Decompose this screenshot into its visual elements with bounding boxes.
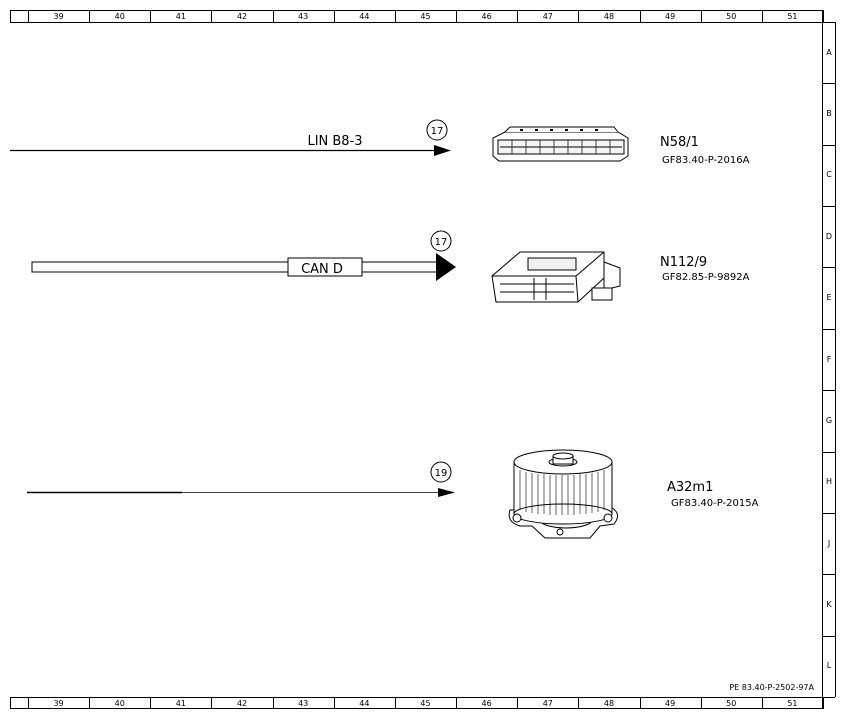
component-code-n58: N58/1 [660,135,699,150]
column-label-top: 47 [542,12,553,21]
column-label-bottom: 44 [359,699,370,708]
row-label: F [826,354,832,364]
column-label-top: 43 [298,12,309,21]
component-ref-n58: GF83.40-P-2016A [662,155,750,166]
row-label: A [826,47,832,57]
column-label-bottom: 47 [542,699,553,708]
component-ref-n112: GF82.85-P-9892A [662,272,750,283]
column-label-bottom: 45 [420,699,431,708]
row-label: G [825,415,833,425]
row-label: J [827,538,831,548]
column-label-bottom: 41 [175,699,186,708]
column-label-top: 44 [359,12,370,21]
column-label-top: 49 [665,12,676,21]
row-label: C [826,170,832,180]
column-label-top: 46 [481,12,492,21]
row-label: K [826,599,832,609]
column-label-bottom: 50 [726,699,737,708]
column-label-bottom: 49 [665,699,676,708]
column-label-top: 42 [236,12,248,21]
column-label-top: 40 [114,12,125,21]
component-code-a32m1: A32m1 [667,480,714,495]
column-label-bottom: 51 [787,699,798,708]
column-label-bottom: 43 [298,699,309,708]
column-label-top: 50 [726,12,737,21]
row-label: B [826,109,832,119]
column-label-top: 48 [603,12,615,21]
column-label-bottom: 40 [114,699,125,708]
component-ref-a32m1: GF83.40-P-2015A [671,498,759,509]
column-label-top: 51 [787,12,798,21]
document-code: PE 83.40-P-2502-97A [729,683,814,692]
row-label: L [826,661,832,671]
row-label: D [825,231,833,241]
component-code-n112: N112/9 [660,255,708,270]
row-label: E [826,293,832,303]
column-label-bottom: 46 [481,699,492,708]
column-label-top: 39 [53,12,64,21]
column-label-bottom: 39 [53,699,64,708]
column-label-bottom: 42 [236,699,248,708]
column-label-top: 41 [175,12,186,21]
column-label-top: 45 [420,12,431,21]
row-label: H [825,477,832,487]
column-label-bottom: 48 [603,699,615,708]
